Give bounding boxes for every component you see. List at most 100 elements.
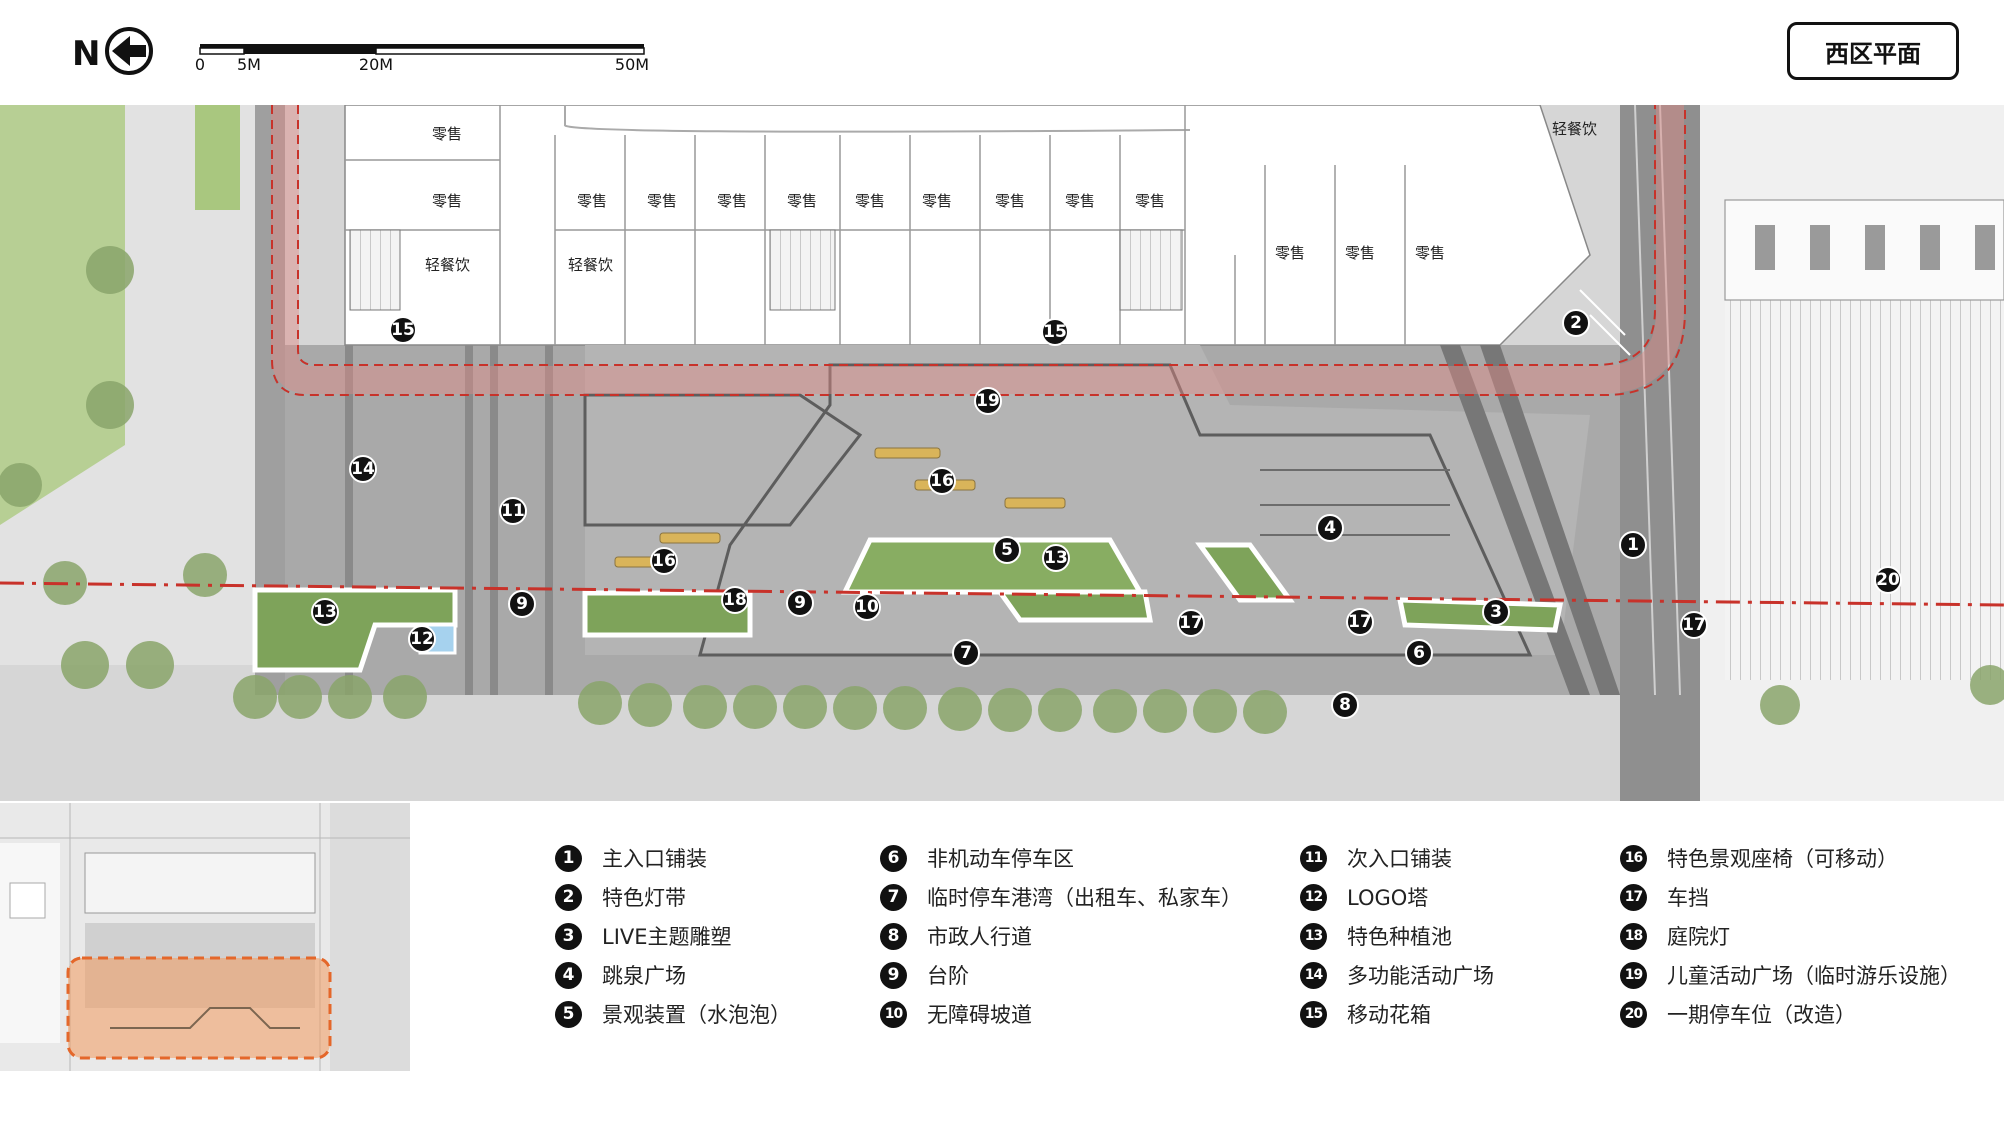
- scale-tick-5m: 5M: [237, 55, 261, 74]
- svg-text:15: 15: [391, 320, 415, 340]
- svg-text:17: 17: [1348, 612, 1372, 632]
- legend-number-badge: 2: [555, 883, 582, 911]
- shop-label-retail: 零售: [1065, 192, 1095, 210]
- site-plan: 零售 零售 轻餐饮 轻餐饮 零售 零售 零售 零售 零售 零售 零售 零售 零售…: [0, 105, 2004, 801]
- legend-label: 儿童活动广场（临时游乐设施）: [1667, 964, 1961, 988]
- shop-label-light-food: 轻餐饮: [568, 256, 613, 274]
- shop-label-retail: 零售: [432, 125, 462, 143]
- callout-15: 15: [389, 316, 417, 344]
- key-map-square: [9, 882, 46, 919]
- svg-text:15: 15: [1043, 322, 1067, 342]
- east-building-units: [1755, 225, 1995, 270]
- scale-tick-0: 0: [195, 55, 205, 74]
- building-canopy-line: [563, 105, 1191, 133]
- north-label: N: [72, 34, 101, 74]
- callout-1: 1: [1619, 531, 1647, 559]
- callout-17: 17: [1177, 609, 1205, 637]
- svg-text:3: 3: [1490, 602, 1502, 622]
- legend-label: 台阶: [927, 964, 969, 988]
- shop-label-retail: 零售: [1415, 244, 1445, 262]
- key-map-paths: [110, 1007, 300, 1029]
- callout-19: 19: [974, 387, 1002, 415]
- legend-item: 2 特色灯带: [555, 881, 686, 913]
- svg-text:20: 20: [1876, 570, 1900, 590]
- svg-text:4: 4: [1324, 518, 1336, 538]
- svg-text:16: 16: [930, 471, 954, 491]
- callout-17: 17: [1680, 611, 1708, 639]
- legend-number-badge: 20: [1620, 1000, 1647, 1028]
- legend-item: 15 移动花箱: [1300, 998, 1431, 1030]
- key-map: [0, 803, 410, 1071]
- legend-number-badge: 12: [1300, 883, 1327, 911]
- legend-label: LOGO塔: [1347, 886, 1429, 910]
- svg-text:16: 16: [652, 551, 676, 571]
- svg-text:11: 11: [501, 501, 525, 521]
- feature-light-strip: [1579, 289, 1631, 356]
- key-map-highlight-area: [68, 958, 330, 1058]
- shop-label-light-food: 轻餐饮: [425, 256, 470, 274]
- svg-text:12: 12: [410, 629, 434, 649]
- callout-16: 16: [928, 467, 956, 495]
- callout-2: 2: [1562, 309, 1590, 337]
- legend-label: 庭院灯: [1667, 925, 1730, 949]
- legend-number-badge: 9: [880, 961, 907, 989]
- callout-12: 12: [408, 625, 436, 653]
- shop-label-retail: 零售: [1345, 244, 1375, 262]
- svg-text:13: 13: [1044, 548, 1068, 568]
- legend-label: 主入口铺装: [602, 847, 707, 871]
- shop-label-retail: 零售: [647, 192, 677, 210]
- left-lawn-strip: [195, 105, 240, 210]
- callout-15: 15: [1041, 318, 1069, 346]
- legend-number-badge: 15: [1300, 1000, 1327, 1028]
- svg-text:2: 2: [1570, 313, 1582, 333]
- svg-text:1: 1: [1627, 535, 1639, 555]
- inner-plaza-paving: [585, 345, 1590, 655]
- shop-label-retail: 零售: [577, 192, 607, 210]
- legend-label: 移动花箱: [1347, 1003, 1431, 1027]
- svg-text:17: 17: [1179, 613, 1203, 633]
- svg-text:18: 18: [723, 590, 747, 610]
- fire-lane-inner-line: [297, 105, 1656, 366]
- legend-number-badge: 5: [555, 1000, 582, 1028]
- legend-number-badge: 18: [1620, 922, 1647, 950]
- shop-label-retail: 零售: [1135, 192, 1165, 210]
- legend-number-badge: 19: [1620, 961, 1647, 989]
- callout-8: 8: [1331, 691, 1359, 719]
- legend-number-badge: 1: [555, 844, 582, 872]
- key-map-right-block: [330, 803, 410, 1071]
- phase1-parking-stalls: [1725, 300, 2004, 680]
- shop-label-retail: 零售: [1275, 244, 1305, 262]
- svg-text:17: 17: [1682, 615, 1706, 635]
- legend-number-badge: 10: [880, 1000, 907, 1028]
- legend-number-badge: 4: [555, 961, 582, 989]
- secondary-entry-bands: [345, 345, 553, 695]
- legend-number-badge: 13: [1300, 922, 1327, 950]
- north-arrow-icon: [105, 27, 153, 75]
- svg-text:7: 7: [960, 643, 972, 663]
- shop-label-retail: 零售: [717, 192, 747, 210]
- legend-label: 车挡: [1667, 886, 1709, 910]
- key-map-highlight-border: [66, 956, 332, 1060]
- legend-item: 19 儿童活动广场（临时游乐设施）: [1620, 959, 1961, 991]
- callout-16: 16: [650, 547, 678, 575]
- shop-label-retail: 零售: [922, 192, 952, 210]
- legend-number-badge: 17: [1620, 883, 1647, 911]
- legend-item: 1 主入口铺装: [555, 842, 707, 874]
- plan-callouts: 1 2 3 4 5 6 7 8 9 9 10 11 12 13 13 14 15…: [311, 309, 1902, 719]
- shop-label-retail: 零售: [787, 192, 817, 210]
- callout-11: 11: [499, 497, 527, 525]
- stair-cores: [349, 229, 1183, 311]
- fire-lane-outer-line: [271, 105, 1686, 396]
- svg-text:9: 9: [516, 594, 528, 614]
- key-map-building: [84, 852, 316, 914]
- header: N 0 5M 20M 50M 西区平面: [0, 0, 2004, 105]
- legend-label: 特色灯带: [602, 886, 686, 910]
- legend-label: 一期停车位（改造）: [1667, 1003, 1856, 1027]
